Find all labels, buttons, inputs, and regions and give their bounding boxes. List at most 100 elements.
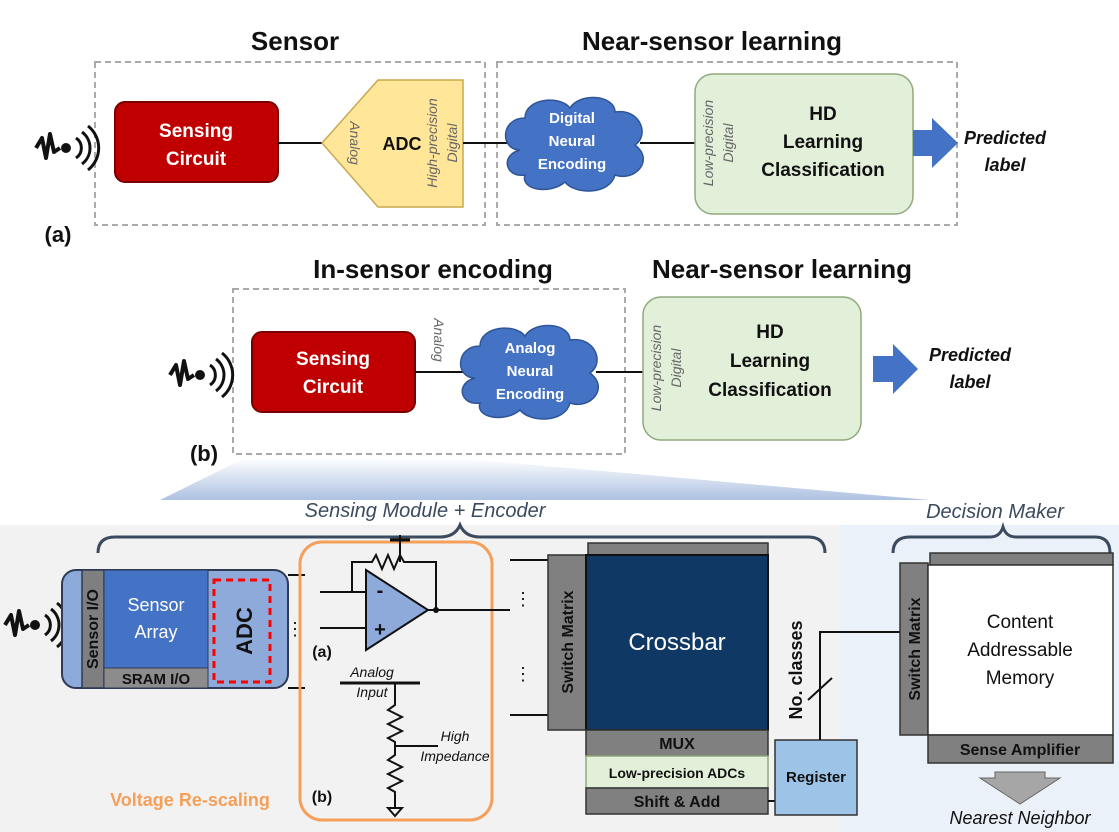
analog-label-b: Analog <box>431 317 447 362</box>
register-label: Register <box>786 769 846 786</box>
sensing-module-title: Sensing Module + Encoder <box>305 500 547 522</box>
sense-amp-label: Sense Amplifier <box>960 742 1080 759</box>
no-classes-label: No. classes <box>786 620 806 719</box>
analog-encoding-label-1: Analog <box>505 340 556 357</box>
voltage-rescaling-label: Voltage Re-scaling <box>110 790 270 810</box>
hd-label-a1: HD <box>809 104 836 125</box>
sensing-circuit-box-b <box>251 331 416 413</box>
opamp-wires <box>320 591 510 629</box>
predicted-label-b2: label <box>949 372 991 392</box>
sensor-io-label: Sensor I/O <box>85 589 102 669</box>
hd-digital-b: Digital <box>668 348 684 388</box>
analog-encoding-cloud <box>459 324 599 420</box>
adc-high-precision-label: High-precision <box>424 98 440 188</box>
sub-label-a: (a) <box>312 644 332 661</box>
opamp-node <box>433 607 439 613</box>
switch-matrix-left-label: Switch Matrix <box>560 590 577 693</box>
register-block <box>774 739 858 816</box>
in-sensor-title: In-sensor encoding <box>313 254 553 284</box>
panel-label-b: (b) <box>190 441 218 466</box>
sensing-circuit-label-a1: Sensing <box>159 121 233 142</box>
hd-label-b1: HD <box>756 322 783 343</box>
feedback-resistor <box>351 552 437 610</box>
high-impedance-label-2: Impedance <box>420 748 489 764</box>
sensing-circuit-label-a2: Circuit <box>166 149 227 170</box>
decision-bracket <box>891 521 1112 554</box>
sensor-array-label-1: Sensor <box>127 595 184 615</box>
sensor-array-block <box>103 569 209 669</box>
opamp-plus: + <box>374 619 386 641</box>
predicted-label-a1: Predicted <box>964 128 1047 148</box>
output-arrow-a <box>913 118 958 168</box>
digital-encoding-label-3: Encoding <box>538 156 606 173</box>
voltage-rescaling-box <box>298 540 494 822</box>
crossbar-label: Crossbar <box>628 629 725 656</box>
nearest-neighbor-label: Nearest Neighbor <box>949 808 1091 828</box>
adc-label: ADC <box>383 134 422 154</box>
dots-3: ⋮ <box>514 664 532 684</box>
cam-label-3: Memory <box>986 668 1055 689</box>
digital-encoding-cloud <box>504 96 644 192</box>
wire-reg-out <box>819 631 900 740</box>
hd-digital-a: Digital <box>720 123 736 163</box>
hd-low-precision-b: Low-precision <box>648 325 664 412</box>
low-prec-adcs-label: Low-precision ADCs <box>609 765 746 781</box>
high-impedance-label-1: High <box>441 728 470 744</box>
digital-encoding-label-2: Neural <box>549 133 596 150</box>
zoom-beam <box>160 458 930 500</box>
sensing-circuit-label-b2: Circuit <box>303 377 364 398</box>
sensing-circuit-label-b1: Sensing <box>296 349 370 370</box>
cam-label-1: Content <box>987 612 1054 633</box>
near-sensor-title-a: Near-sensor learning <box>582 26 842 56</box>
sensor-array-label-2: Array <box>134 622 177 642</box>
hd-label-a3: Classification <box>761 160 885 181</box>
output-arrow-b <box>873 344 918 394</box>
switch-matrix-right-label: Switch Matrix <box>907 597 924 700</box>
hd-label-b2: Learning <box>730 351 810 372</box>
hd-label-b3: Classification <box>708 380 832 401</box>
dots-2: ⋮ <box>514 589 532 609</box>
ground-symbol <box>385 807 405 818</box>
adc-analog-label: Analog <box>347 120 363 165</box>
crossbar-block <box>585 554 769 731</box>
cam-label-2: Addressable <box>967 640 1073 661</box>
sram-io-bar <box>103 667 209 689</box>
hd-low-precision-a: Low-precision <box>700 100 716 187</box>
predicted-label-b1: Predicted <box>929 345 1012 365</box>
sensing-circuit-box-a <box>114 101 279 183</box>
sensor-signal-icon-b <box>168 351 235 399</box>
analog-encoding-label-2: Neural <box>507 363 554 380</box>
analog-input-label-1: Analog <box>349 664 394 680</box>
shift-add-block <box>585 787 769 815</box>
hd-label-a2: Learning <box>783 132 863 153</box>
shift-add-label: Shift & Add <box>634 794 721 811</box>
bus-slash <box>807 677 833 701</box>
crossbar-top <box>587 542 769 556</box>
divider-resistors <box>385 683 405 808</box>
sram-io-label: SRAM I/O <box>122 671 191 688</box>
sensing-bracket <box>96 521 827 554</box>
panel-label-a: (a) <box>45 222 72 247</box>
opamp-minus: - <box>377 580 384 602</box>
hd-box-b <box>642 296 862 441</box>
nearest-neighbor-arrow <box>978 771 1062 805</box>
mux-block <box>585 729 769 757</box>
switch-matrix-right <box>899 562 929 736</box>
sensor-title: Sensor <box>251 26 339 56</box>
digital-encoding-label-1: Digital <box>549 110 595 127</box>
opamp-symbol <box>365 568 430 652</box>
adc-highlight <box>212 578 272 684</box>
near-sensor-title-b: Near-sensor learning <box>652 254 912 284</box>
mux-label: MUX <box>659 736 695 753</box>
analog-encoding-label-3: Encoding <box>496 386 564 403</box>
sensor-signal-icon-c <box>3 601 70 649</box>
decision-maker-title: Decision Maker <box>926 501 1065 523</box>
adc-digital-label: Digital <box>444 123 460 163</box>
low-prec-adcs-block <box>585 755 769 789</box>
sub-label-b: (b) <box>312 789 332 806</box>
analog-input-label-2: Input <box>356 684 388 700</box>
sensor-signal-icon <box>34 124 101 172</box>
sense-amp-block <box>927 734 1114 764</box>
predicted-label-a2: label <box>984 155 1026 175</box>
